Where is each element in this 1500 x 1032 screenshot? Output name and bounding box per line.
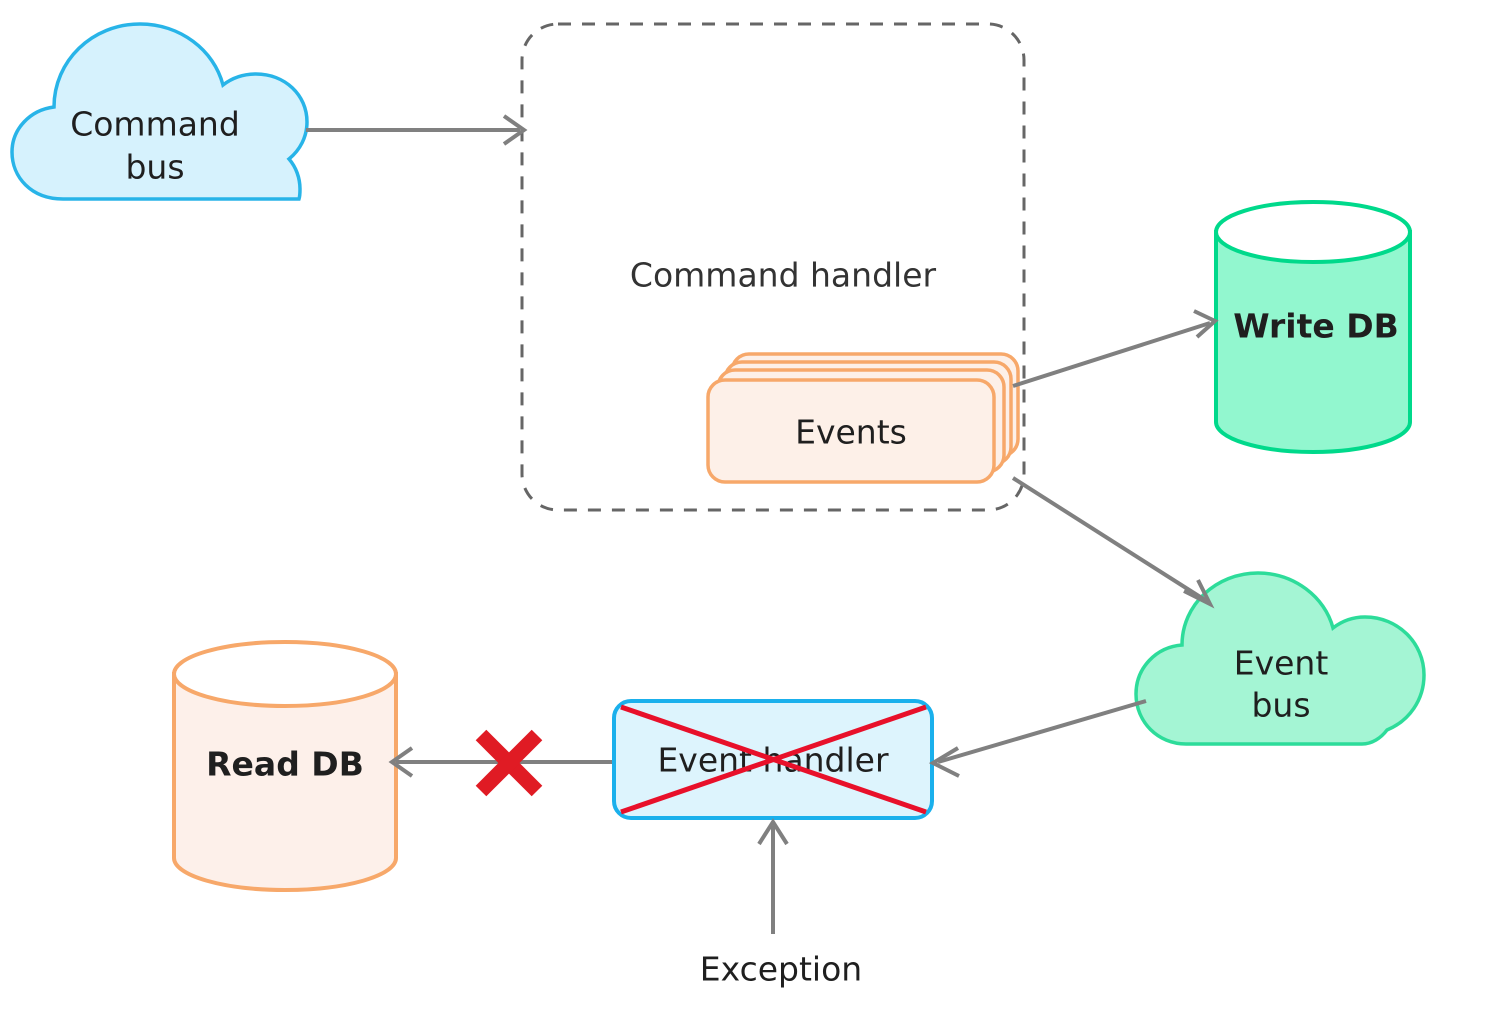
command-bus-node[interactable]: Command bus (10, 22, 309, 201)
arrowhead-command-bus (502, 114, 528, 146)
edge-event-bus-to-event-handler (928, 699, 1147, 778)
event-bus-label-line1: Event (1234, 644, 1329, 683)
command-handler-group-label: Command handler (630, 256, 937, 295)
arrowhead-exception (757, 818, 789, 846)
events-card-layer-1 (706, 378, 996, 484)
events-label: Events (795, 413, 907, 452)
event-handler-crossout-line-2 (620, 704, 927, 815)
exception-annotation: Exception (700, 818, 862, 989)
arrowhead-events-write-db (1193, 309, 1219, 339)
read-db-node[interactable]: Read DB (172, 640, 398, 892)
edge-command-bus-to-command-handler (306, 114, 528, 146)
write-db-cylinder-top (1214, 200, 1412, 264)
blocked-x-stroke-2 (475, 729, 543, 797)
read-db-label: Read DB (206, 745, 364, 784)
arrowhead-events-event-bus (1183, 579, 1215, 609)
write-db-label: Write DB (1233, 307, 1399, 346)
event-bus-node[interactable]: Event bus (1134, 571, 1426, 746)
events-node[interactable]: Events (706, 352, 1020, 484)
command-bus-cloud-shape (10, 22, 309, 201)
exception-label: Exception (700, 950, 862, 989)
command-bus-label-line1: Command (70, 105, 240, 144)
read-db-cylinder-body (172, 672, 398, 892)
event-bus-label-line2: bus (1251, 686, 1310, 725)
command-bus-label-line2: bus (125, 148, 184, 187)
arrowhead-handler-read-db (388, 746, 414, 778)
event-bus-cloud-shape (1134, 571, 1426, 746)
edge-line-events-event-bus (1011, 476, 1207, 602)
edge-line-events-write-db (1012, 321, 1211, 388)
write-db-node[interactable]: Write DB (1214, 200, 1412, 454)
arrowhead-event-bus-handler (928, 746, 960, 778)
write-db-cylinder-body (1214, 230, 1412, 454)
read-db-cylinder-top (172, 640, 398, 708)
edge-events-to-write-db (1012, 309, 1219, 388)
edge-events-to-event-bus (1011, 476, 1215, 609)
event-handler-node[interactable]: Event handler (612, 699, 934, 820)
edge-line-event-bus-handler (937, 699, 1147, 764)
blocked-marker-icon (475, 729, 543, 797)
